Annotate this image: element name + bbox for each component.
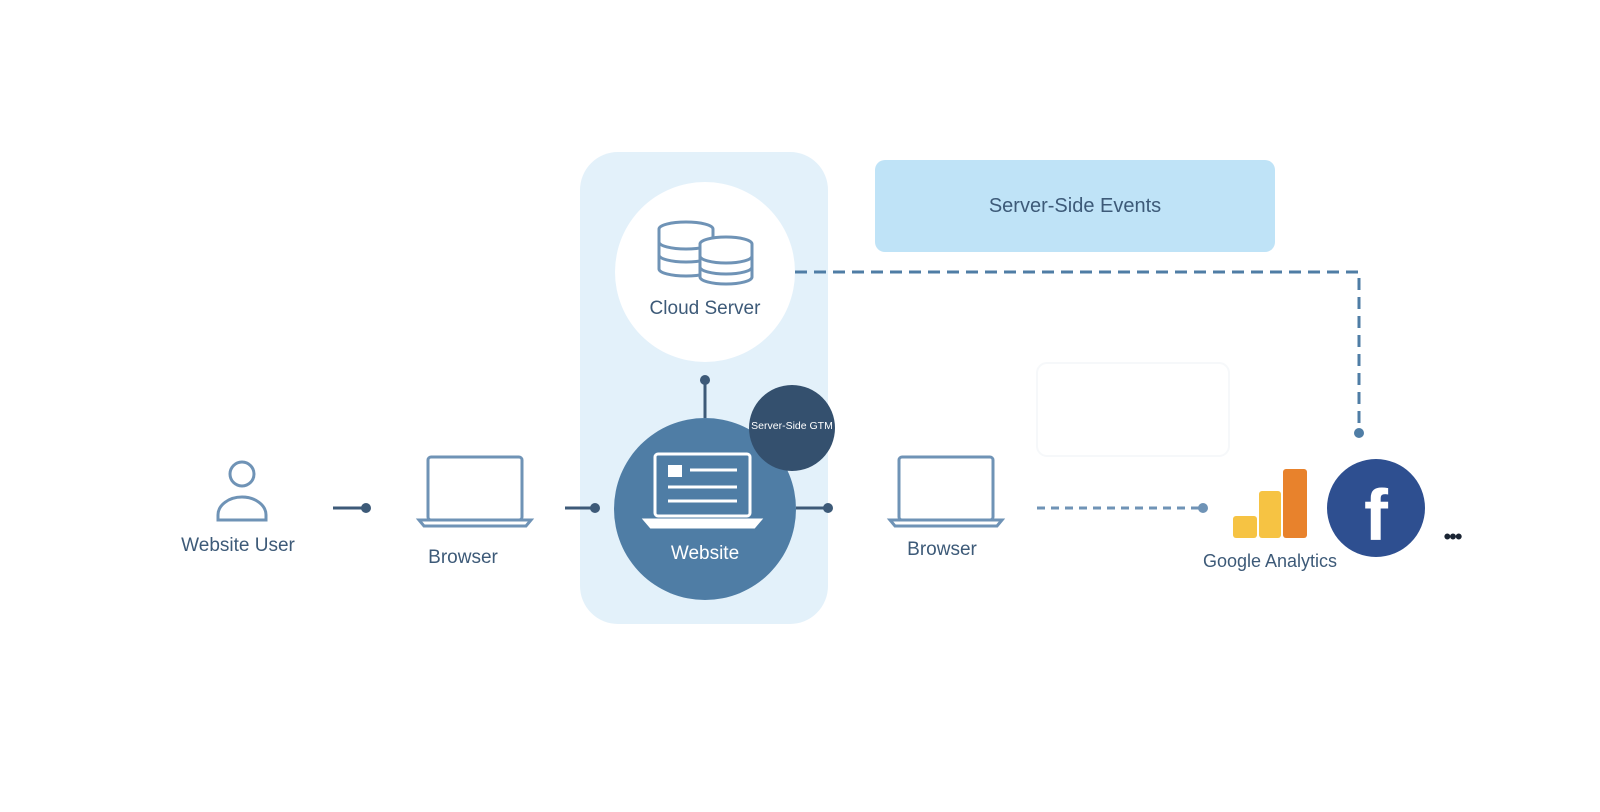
connector-dot [823, 503, 833, 513]
connector-dot [1354, 428, 1364, 438]
connector-dot [700, 375, 710, 385]
website-user-label: Website User [181, 535, 295, 556]
connector-dot [590, 503, 600, 513]
more-integrations-ellipsis: ••• [1443, 524, 1462, 549]
cloud-server-label: Cloud Server [649, 298, 761, 319]
server-side-events-box: Server-Side Events [875, 160, 1275, 252]
laptop-icon [415, 455, 535, 528]
browser-label: Browser [428, 547, 498, 568]
facebook-glyph: f [1364, 476, 1389, 556]
google-analytics-icon [1233, 469, 1307, 538]
user-icon [216, 460, 268, 522]
connector-dot [361, 503, 371, 513]
faint-placeholder-box [1036, 362, 1230, 457]
laptop-icon [641, 452, 764, 529]
server-side-gtm-badge [749, 385, 835, 471]
database-icon [657, 220, 754, 286]
website-label: Website [670, 543, 740, 564]
server-side-gtm-label: Server-Side GTM [751, 420, 833, 432]
laptop-icon [886, 455, 1006, 528]
facebook-icon [1327, 459, 1425, 557]
connector-dot [1198, 503, 1208, 513]
browser-label: Browser [907, 539, 977, 560]
server-events-connector [795, 270, 1361, 430]
google-analytics-label: Google Analytics [1202, 551, 1338, 571]
server-side-events-label: Server-Side Events [988, 194, 1162, 217]
